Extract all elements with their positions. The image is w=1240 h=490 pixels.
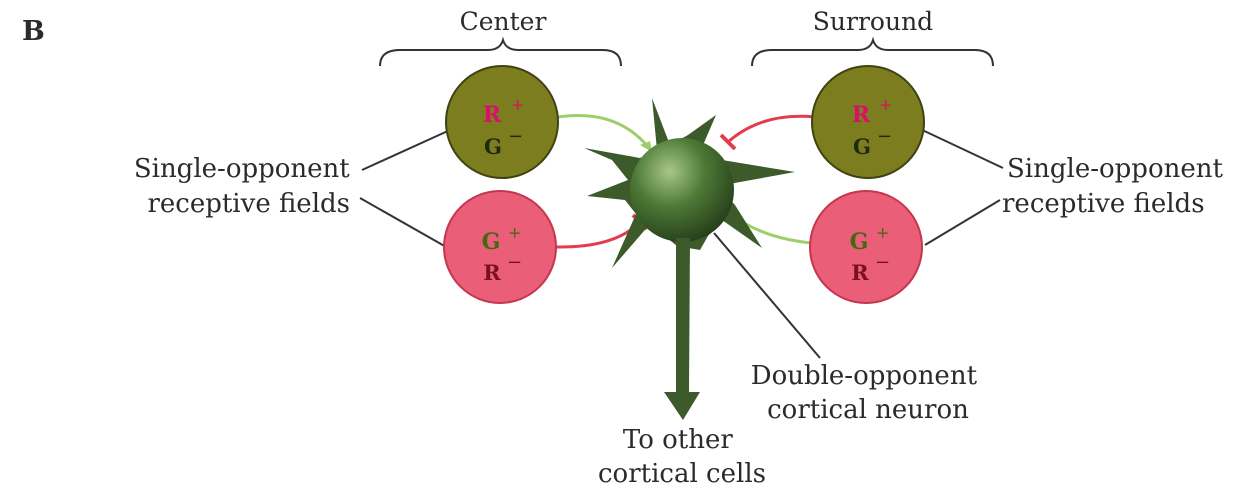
- cell-center-gr-plus: G: [482, 229, 501, 255]
- surround-brace: [752, 40, 993, 66]
- cell-surround-rg-minus-sign: −: [877, 126, 892, 147]
- cell-surround-gr-minus-sign: −: [875, 252, 890, 273]
- cell-surround-gr-plus-sign: +: [876, 223, 889, 242]
- right-fields-label-line2: receptive fields: [1002, 189, 1205, 219]
- neuron-soma: [630, 138, 734, 242]
- output-label-line1: To other: [623, 425, 733, 455]
- output-label: To other cortical cells: [598, 425, 766, 489]
- left-fields-label-line1: Single-opponent: [134, 154, 350, 184]
- cell-center-rg: R + G −: [446, 66, 558, 178]
- cell-surround-gr-plus: G: [850, 229, 869, 255]
- left-fields-label: Single-opponent receptive fields: [134, 154, 358, 219]
- cell-surround-gr-minus: R: [851, 260, 869, 285]
- cell-center-rg-plus-sign: +: [511, 95, 524, 114]
- cell-center-gr-minus: R: [483, 260, 501, 285]
- cell-center-gr-plus-sign: +: [508, 223, 521, 242]
- center-brace: [380, 40, 621, 66]
- cell-center-gr-minus-sign: −: [507, 252, 522, 273]
- cell-surround-rg-minus: G: [853, 134, 871, 159]
- cell-center-rg-disc: [446, 66, 558, 178]
- inhibitory-connection-surround-rg: [728, 116, 815, 142]
- right-fields-label: Single-opponent receptive fields: [1002, 154, 1231, 219]
- cell-surround-rg-plus-sign: +: [879, 95, 892, 114]
- panel-label: B: [22, 16, 45, 47]
- right-fields-label-line1: Single-opponent: [1007, 154, 1223, 184]
- surround-label: Surround: [813, 7, 933, 36]
- neuron-label-line2: cortical neuron: [767, 395, 969, 425]
- excitatory-connection-center-rg: [558, 115, 652, 152]
- cell-surround-rg: R + G −: [812, 66, 924, 178]
- left-fields-label-line2: receptive fields: [147, 189, 350, 219]
- cell-center-rg-plus: R: [483, 102, 502, 128]
- output-label-line2: cortical cells: [598, 459, 766, 489]
- cell-surround-gr: G + R −: [810, 191, 922, 303]
- center-label: Center: [460, 7, 547, 36]
- cell-surround-rg-plus: R: [852, 102, 871, 128]
- cell-center-rg-minus-sign: −: [508, 126, 523, 147]
- cell-center-gr: G + R −: [444, 191, 556, 303]
- neuron-label: Double-opponent cortical neuron: [751, 361, 986, 425]
- cell-center-rg-minus: G: [484, 134, 502, 159]
- output-axon: [664, 238, 700, 420]
- neuron-label-line1: Double-opponent: [751, 361, 978, 391]
